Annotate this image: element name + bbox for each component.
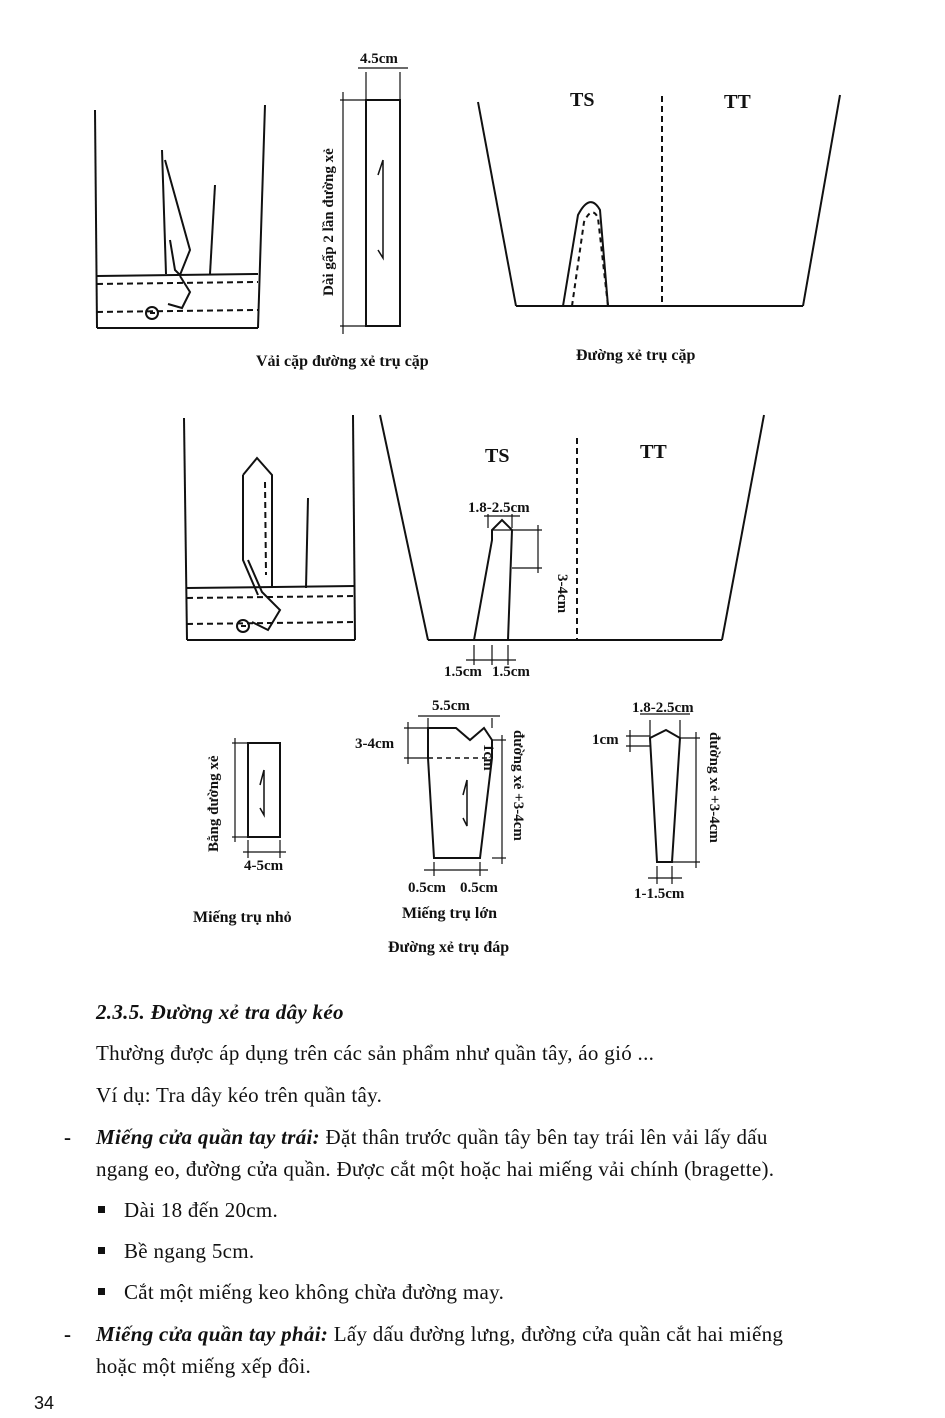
sub-bullet-1: Dài 18 đến 20cm. <box>124 1198 279 1222</box>
sleeve-pattern-middle <box>379 414 765 665</box>
sleeve-pattern-top <box>477 94 841 307</box>
dim-mid-bottom-2: 1.5cm <box>492 664 530 680</box>
paragraph-2: Ví dụ: Tra dây kéo trên quần tây. <box>96 1083 383 1107</box>
bullet-1-line-2: ngang eo, đường cửa quần. Được cắt một h… <box>96 1157 775 1181</box>
sleeve-cuff-drawing-middle <box>183 414 356 641</box>
label-ts-top: TS <box>570 89 594 111</box>
dim-big-bottom-2: 0.5cm <box>460 880 498 896</box>
label-tt-middle: TT <box>640 441 667 463</box>
bullet-2-title: Miếng cửa quần tay phải: <box>96 1322 329 1346</box>
cuff-strip-top <box>340 67 408 334</box>
sub-bullet-3: Cắt một miếng keo không chừa đường may. <box>124 1280 505 1304</box>
dim-mid-top: 1.8-2.5cm <box>468 500 530 516</box>
square-bullet-2 <box>98 1247 105 1254</box>
bullet-1-text: Đặt thân trước quần tây bên tay trái lên… <box>319 1125 768 1149</box>
label-ts-middle: TS <box>485 445 509 467</box>
caption-small-piece: Miếng trụ nhỏ <box>193 909 292 926</box>
square-bullet-3 <box>98 1288 105 1295</box>
dim-big-left: 3-4cm <box>355 736 395 752</box>
paragraph-1: Thường được áp dụng trên các sản phẩm nh… <box>96 1041 655 1065</box>
caption-big-piece: Miếng trụ lớn <box>402 905 497 922</box>
bullet-1: Miếng cửa quần tay trái: Đặt thân trước … <box>96 1125 768 1150</box>
bullet-1-title: Miếng cửa quần tay trái: <box>96 1125 320 1149</box>
page-number: 34 <box>34 1393 55 1413</box>
right-placket-piece <box>626 713 700 884</box>
small-placket-piece <box>232 738 286 858</box>
dim-mid-side: 3-4cm <box>554 574 570 614</box>
dim-big-right: đường xẻ +3-4cm <box>510 730 526 841</box>
dim-big-top: 5.5cm <box>432 698 470 714</box>
dim-right-bottom: 1-1.5cm <box>634 886 685 902</box>
sub-bullet-2: Bề ngang 5cm. <box>124 1239 255 1263</box>
bullet-2-line-2: hoặc một miếng xếp đôi. <box>96 1354 312 1378</box>
section-heading: 2.3.5. Đường xẻ tra dây kéo <box>96 1000 344 1024</box>
dim-strip-width: 4.5cm <box>360 51 398 67</box>
caption-bottom: Đường xẻ trụ đáp <box>388 939 509 956</box>
dim-right-side: đường xẻ +3-4cm <box>706 732 722 843</box>
dim-mid-bottom-1: 1.5cm <box>444 664 482 680</box>
caption-top-left: Vải cặp đường xẻ trụ cặp <box>256 353 429 370</box>
label-tt-top: TT <box>724 91 751 113</box>
bullet-dash-1: - <box>64 1125 71 1149</box>
square-bullet-1 <box>98 1206 105 1213</box>
dim-small-length: Bằng đường xẻ <box>206 755 222 852</box>
sleeve-cuff-drawing-top <box>94 104 266 329</box>
big-placket-piece <box>404 715 506 876</box>
caption-top-right: Đường xẻ trụ cặp <box>576 347 695 364</box>
dim-small-width: 4-5cm <box>244 858 284 874</box>
dim-right-left: 1cm <box>592 732 619 748</box>
bullet-2: Miếng cửa quần tay phải: Lấy dấu đường l… <box>96 1322 783 1347</box>
technical-figure: 4.5cm Dài gấp 2 lần đường xẻ TS TT Vải c… <box>94 51 841 956</box>
dim-big-bottom-1: 0.5cm <box>408 880 446 896</box>
bullet-dash-2: - <box>64 1322 71 1346</box>
dim-big-inner: 1cm <box>480 744 496 771</box>
bullet-2-text: Lấy dấu đường lưng, đường cửa quần cắt h… <box>328 1322 784 1346</box>
dim-strip-length: Dài gấp 2 lần đường xẻ <box>321 148 337 296</box>
dim-right-top: 1.8-2.5cm <box>632 700 694 716</box>
